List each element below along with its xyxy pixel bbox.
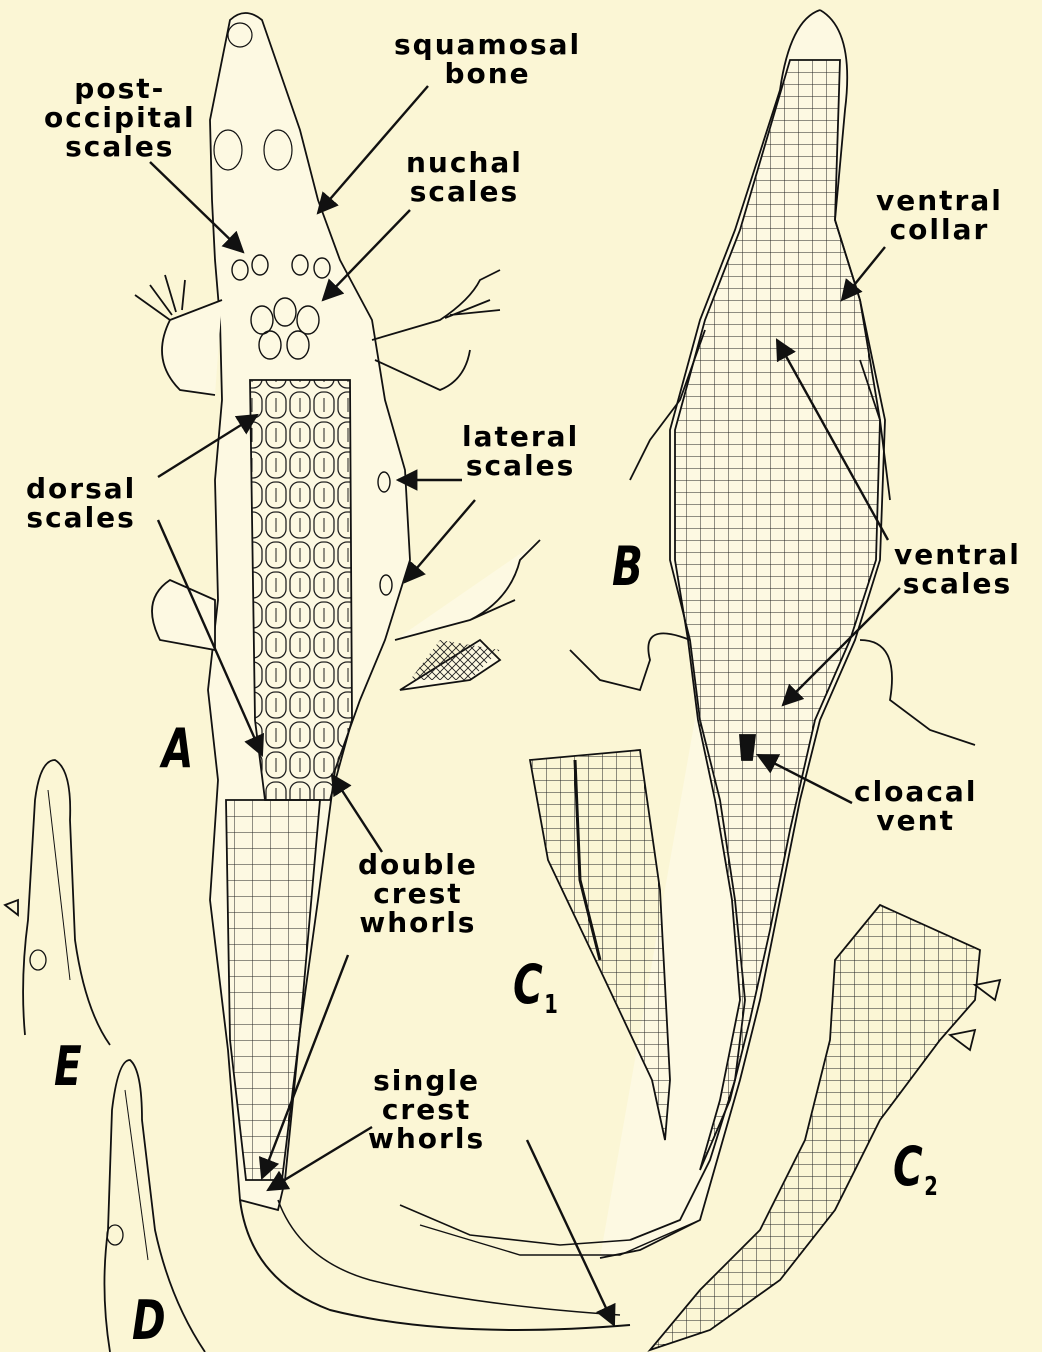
label-lateral-scales: lateral scales (462, 422, 579, 480)
panel-letter-d: D (132, 1294, 166, 1348)
label-line: scales (26, 503, 136, 532)
label-line: lateral (462, 422, 579, 451)
panel-letter-c1-sub: 1 (544, 990, 558, 1020)
label-line: ventral (894, 540, 1021, 569)
label-line: single (368, 1066, 485, 1095)
label-squamosal-bone: squamosal bone (394, 30, 581, 88)
panel-letter-c1: C1 (513, 958, 558, 1022)
label-line: whorls (358, 908, 478, 937)
panel-letter-c2-sub: 2 (924, 1172, 938, 1202)
label-line: bone (394, 59, 581, 88)
label-line: scales (894, 569, 1021, 598)
label-line: nuchal (406, 148, 523, 177)
label-cloacal-vent: cloacal vent (854, 777, 977, 835)
label-single-crest-whorls: single crest whorls (368, 1066, 485, 1153)
label-line: scales (462, 451, 579, 480)
panel-letter-b: B (612, 540, 643, 594)
panel-letter-c2: C2 (893, 1140, 938, 1204)
label-line: double (358, 850, 478, 879)
label-line: cloacal (854, 777, 977, 806)
label-line: vent (854, 806, 977, 835)
label-line: crest (358, 879, 478, 908)
label-line: scales (406, 177, 523, 206)
head-profile-e (5, 760, 110, 1045)
label-line: whorls (368, 1124, 485, 1153)
arrow-single-crest-lower (527, 1140, 614, 1325)
arrow-lateral-lower (405, 500, 475, 582)
label-ventral-collar: ventral collar (876, 186, 1003, 244)
label-line: squamosal (394, 30, 581, 59)
label-post-occipital-scales: post- occipital scales (44, 74, 196, 161)
label-line: post- (44, 74, 196, 103)
arrow-double-crest-upper (332, 775, 382, 852)
panel-letter-c1-main: C (513, 953, 543, 1016)
label-dorsal-scales: dorsal scales (26, 474, 136, 532)
label-line: crest (368, 1095, 485, 1124)
label-ventral-scales: ventral scales (894, 540, 1021, 598)
label-line: occipital (44, 103, 196, 132)
label-nuchal-scales: nuchal scales (406, 148, 523, 206)
label-line: collar (876, 215, 1003, 244)
label-line: dorsal (26, 474, 136, 503)
panel-letter-a: A (162, 722, 193, 776)
label-double-crest-whorls: double crest whorls (358, 850, 478, 937)
label-line: ventral (876, 186, 1003, 215)
panel-letter-c2-main: C (893, 1135, 923, 1198)
label-line: scales (44, 132, 196, 161)
panel-letter-e: E (54, 1040, 82, 1094)
